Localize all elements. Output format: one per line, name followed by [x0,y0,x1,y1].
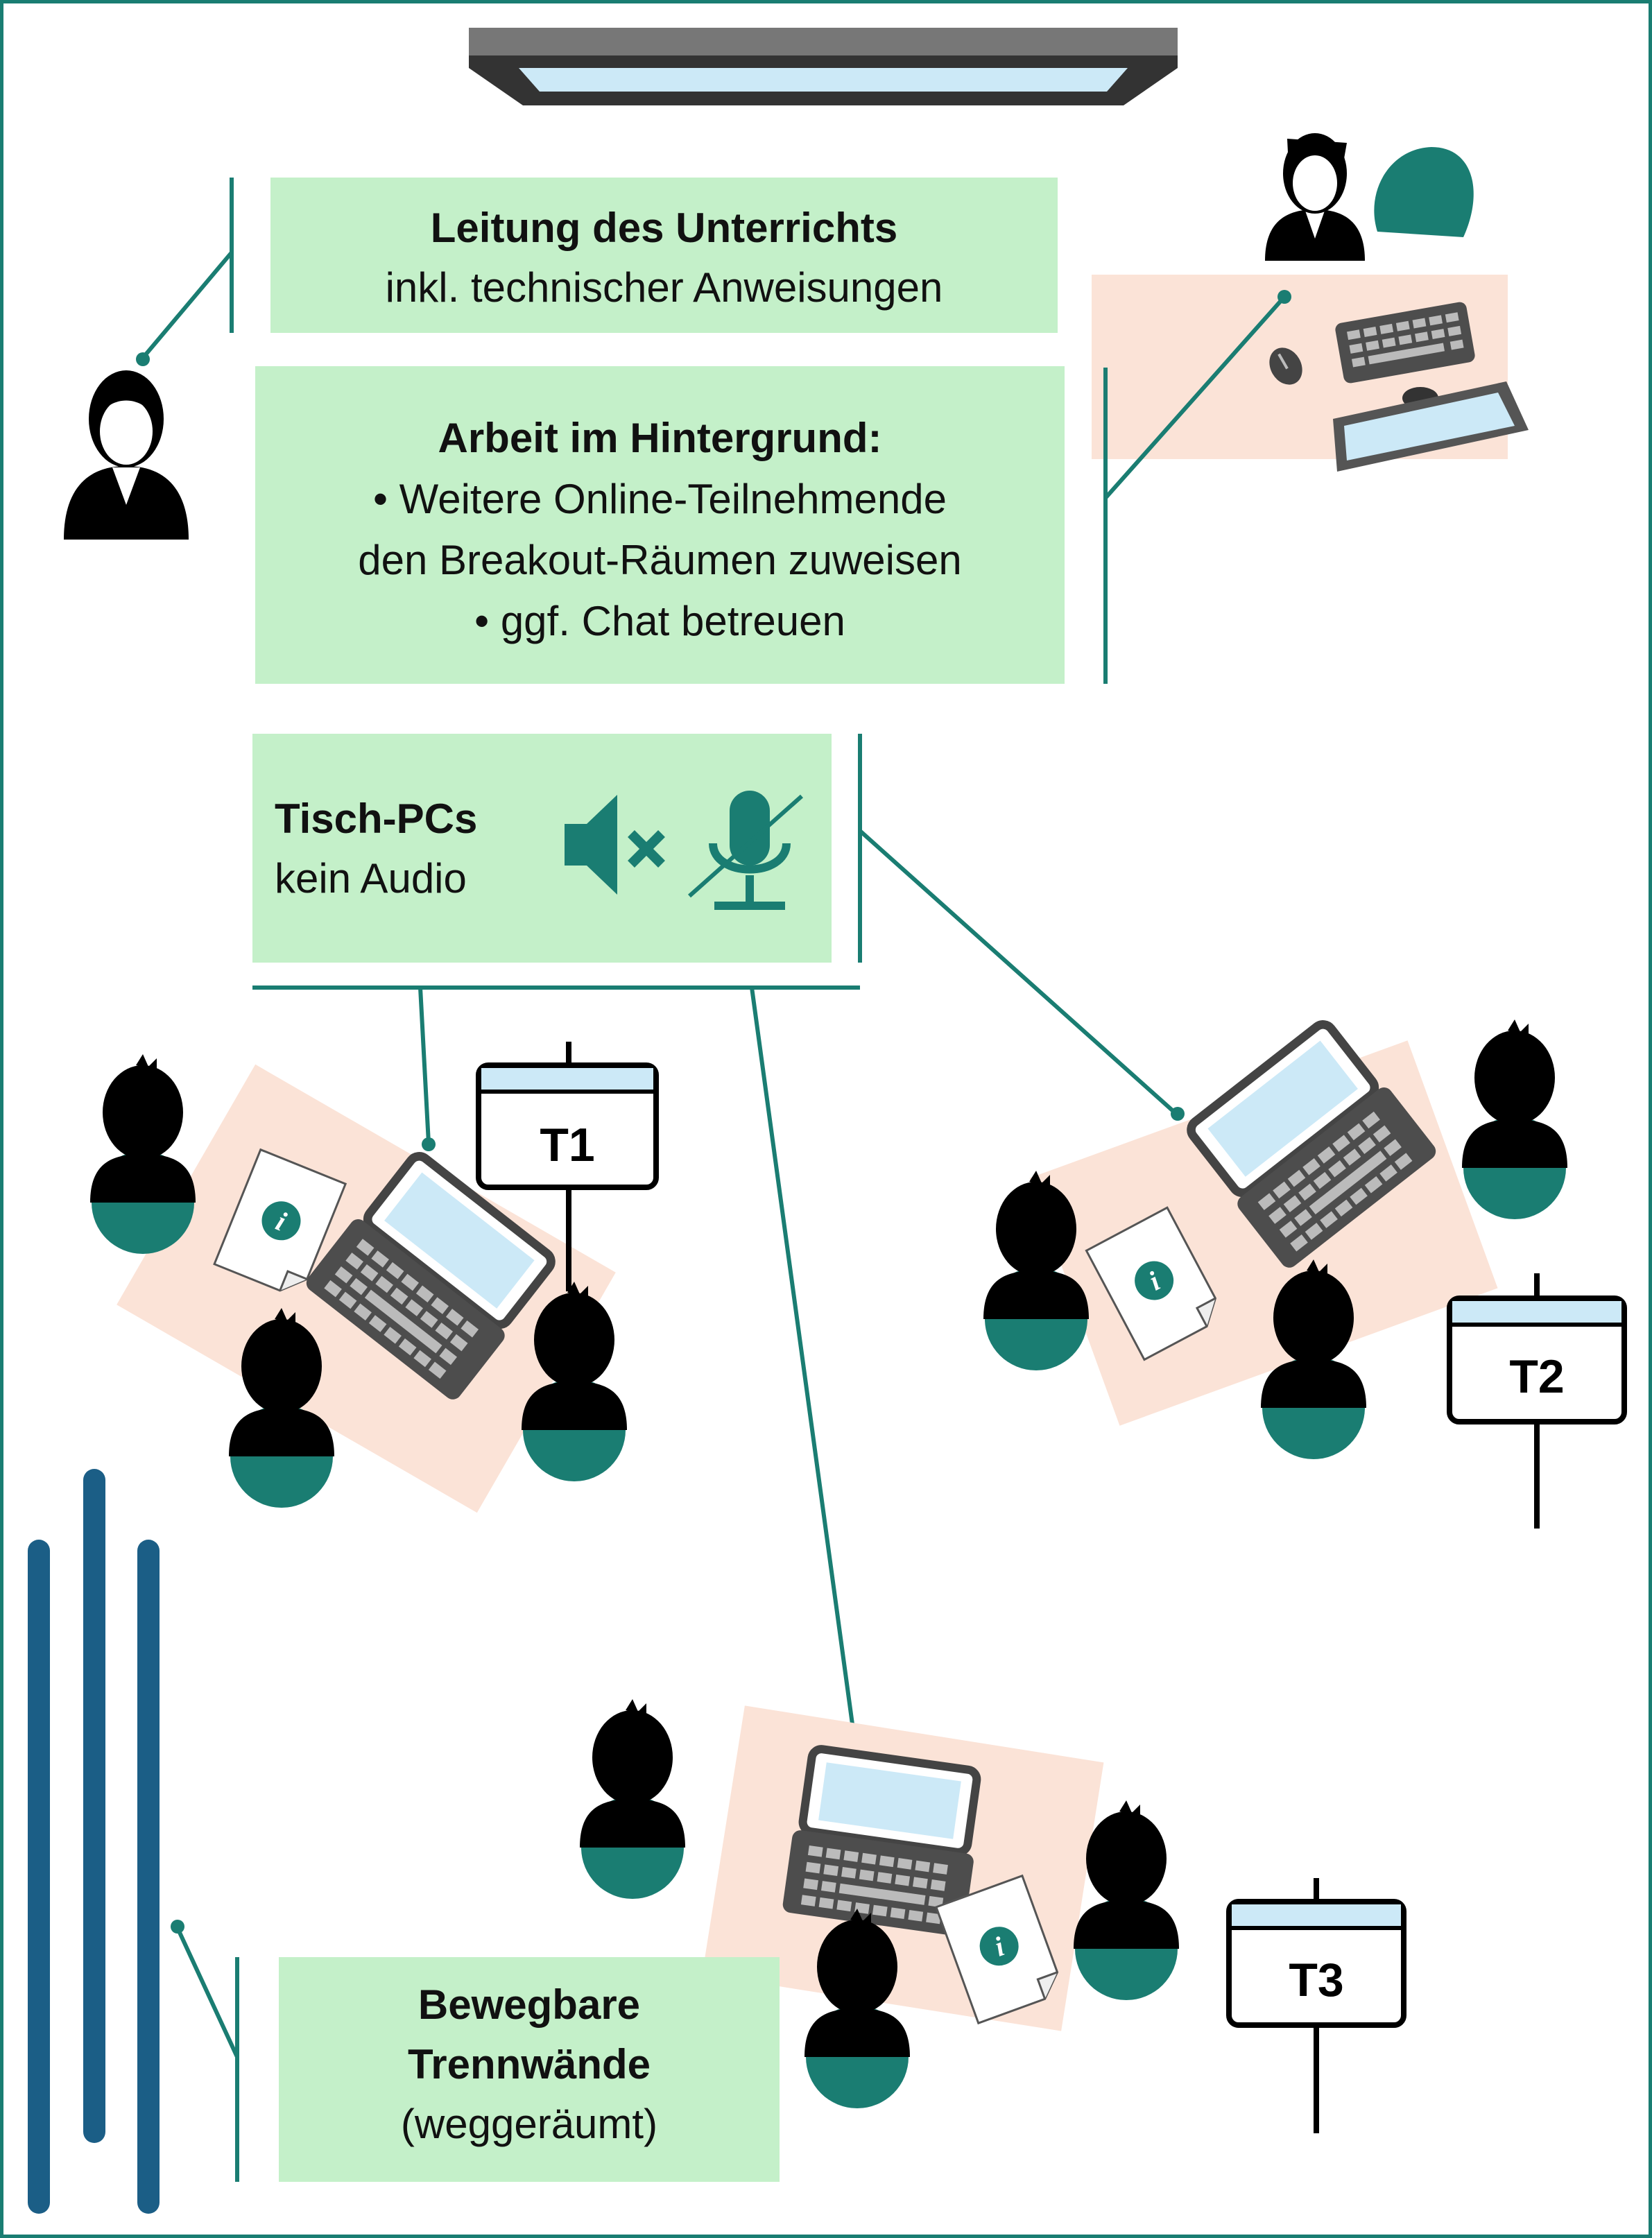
student-icon [1462,1019,1567,1219]
tisch-title: Tisch-PCs [275,795,478,842]
student-icon [90,1054,196,1254]
monitor-icon [1333,381,1529,472]
table-label-t1: T1 [540,1119,594,1171]
tisch-box: Tisch-PCs kein Audio [252,734,832,963]
sign-t2 [1447,1273,1627,1529]
partition-wall-icon [28,1469,160,2214]
teacher-icon [64,370,189,540]
mouse-icon [1269,347,1302,385]
keyboard-icon [1335,302,1475,384]
background-title: Arbeit im Hintergrund: [438,415,882,461]
background-list: • Weitere Online-Teilnehmende den Breako… [255,469,1065,652]
table-t3 [580,1699,1179,2108]
list-item: • Weitere Online-Teilnehmende [373,476,947,522]
tisch-subtitle: kein Audio [275,855,467,902]
speech-bubble-icon [1374,147,1474,237]
lead-subtitle: inkl. technischer Anweisungen [385,264,943,311]
table-label-t3: T3 [1289,1954,1343,2006]
microphone-off-icon [688,791,803,910]
sign-t1 [476,1042,659,1291]
walls-box: Bewegbare Trennwände (weggeräumt) [279,1957,780,2182]
sign-t3 [1226,1878,1406,2133]
lead-title: Leitung des Unterrichts [430,205,898,251]
assistant-icon [1265,133,1365,261]
table-t1 [90,1054,627,1513]
walls-line3: (weggeräumt) [400,2101,658,2147]
table-t2 [983,1015,1567,1459]
tisch-connectors [252,734,1185,1748]
background-box: Arbeit im Hintergrund: • Weitere Online-… [255,366,1065,684]
lead-connector [136,178,234,366]
list-item: • ggf. Chat betreuen [474,598,845,644]
student-icon [580,1699,685,1899]
speaker-muted-icon [565,795,665,895]
projector-icon [469,28,1178,105]
walls-line2: Trennwände [407,2041,651,2088]
lead-box: Leitung des Unterrichts inkl. technische… [270,178,1058,333]
table-label-t2: T2 [1509,1350,1564,1403]
walls-line1: Bewegbare [418,1981,641,2028]
walls-connector [171,1920,239,2182]
list-item: den Breakout-Räumen zuweisen [358,537,962,583]
assistant-connector [1103,290,1291,684]
